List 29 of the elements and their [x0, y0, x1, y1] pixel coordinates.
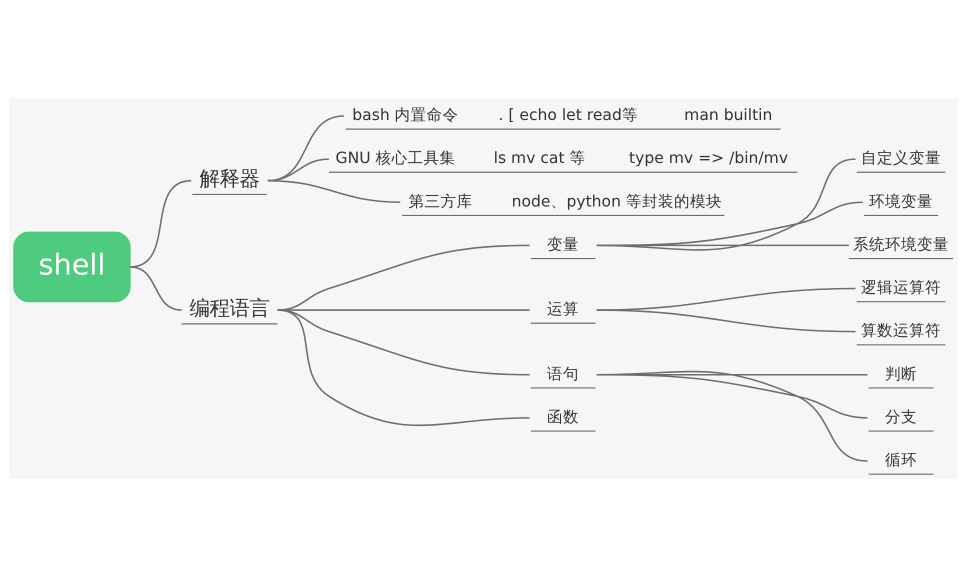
node-box: shell	[13, 231, 131, 302]
node-text: 解释器	[200, 166, 260, 190]
node-text: 语句	[547, 364, 580, 382]
connector	[596, 287, 856, 310]
connector	[277, 308, 530, 426]
node-text: 函数	[547, 407, 580, 426]
node-text: 算数运算符	[861, 321, 942, 340]
connector	[596, 158, 856, 250]
node-text: 环境变量	[869, 192, 934, 210]
connector	[130, 179, 192, 268]
connector	[596, 200, 863, 246]
connector	[596, 244, 849, 246]
node-text: bash 内置命令 . [ echo let read等 man builtin	[352, 106, 772, 124]
node-text: 第三方库 node、python 等封装的模块	[408, 192, 722, 210]
node-text: 循环	[885, 450, 918, 469]
node-text: 编程语言	[190, 295, 270, 320]
node-text: 系统环境变量	[853, 234, 950, 253]
node-text: 自定义变量	[861, 148, 942, 167]
connector	[596, 308, 856, 332]
connector	[596, 370, 868, 462]
node-text: 分支	[885, 407, 918, 426]
connector	[268, 179, 400, 203]
node-text: 运算	[547, 300, 580, 318]
node-text: 变量	[547, 234, 580, 253]
node-text: GNU 核心工具集 ls mv cat 等 type mv => /bin/mv	[336, 148, 788, 167]
node-text: 逻辑运算符	[861, 278, 942, 296]
node-text: 判断	[885, 364, 918, 382]
connector	[130, 266, 182, 310]
connector	[277, 244, 530, 310]
